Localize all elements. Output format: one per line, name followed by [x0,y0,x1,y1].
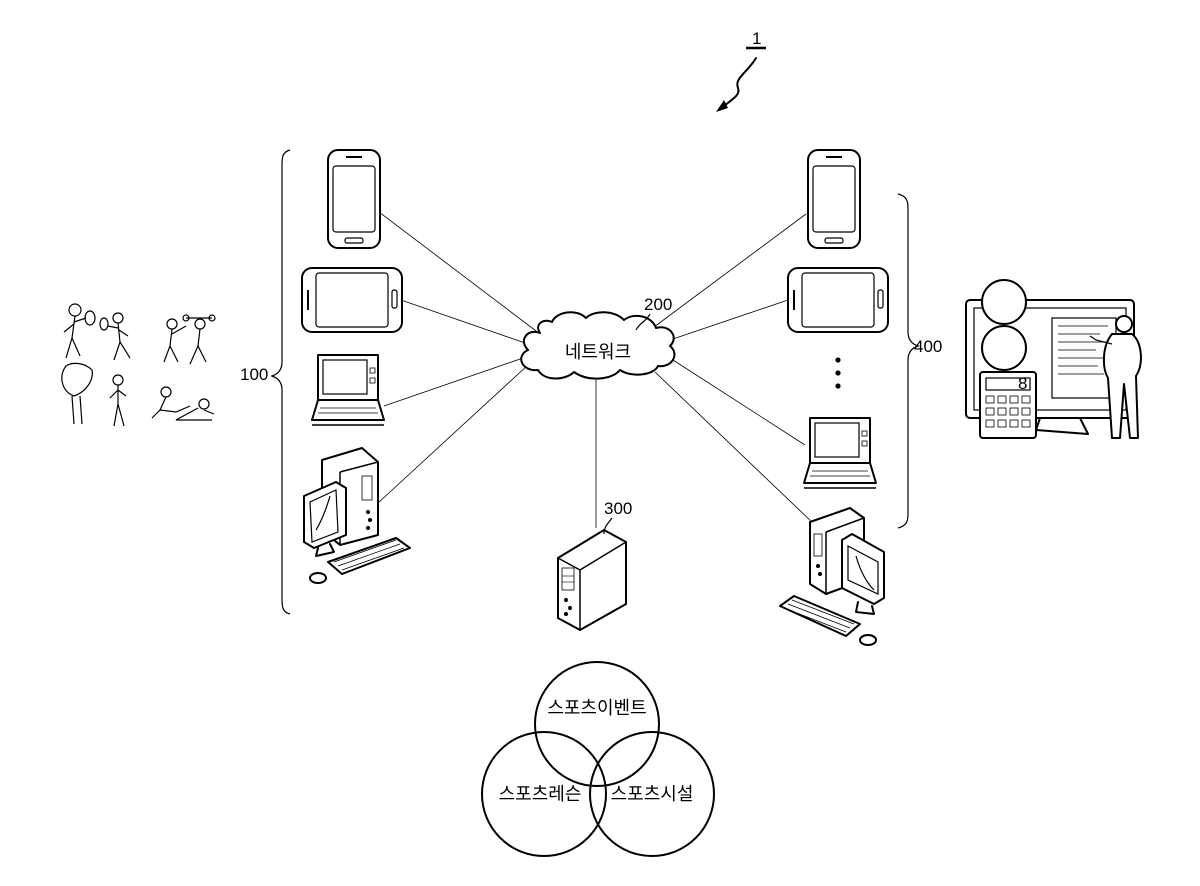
venn-label-events: 스포츠이벤트 [547,698,646,719]
server-ref: 300 [604,499,632,518]
figure-ref-1: 1 [716,29,766,112]
svg-text:1: 1 [752,29,761,48]
provider-terminals-ref: 400 [914,337,942,356]
sports-users-illustration [62,304,215,426]
desktop-computer-right [780,508,884,645]
user-terminals-ref: 100 [240,365,268,384]
smartphone-portrait-left [328,150,380,248]
desktop-computer-left [304,448,410,583]
smartphone-portrait-right [808,150,860,248]
network-label: 네트워크 [565,342,631,363]
venn-diagram: 스포츠이벤트 스포츠레슨 스포츠시설 [482,662,714,856]
venn-label-lessons: 스포츠레슨 [499,784,582,805]
server-tower: 300 [558,499,632,630]
laptop-right [804,418,876,488]
network-ref: 200 [644,295,672,314]
provider-terminals-bracket: 400 [898,194,942,528]
smartphone-landscape-left [302,268,402,332]
user-terminals-bracket: 100 [240,150,290,614]
svg-text:8: 8 [1018,374,1027,393]
smartphone-landscape-right [788,268,888,332]
service-provider-illustration: 8 [966,280,1141,438]
laptop-left [312,355,384,425]
more-devices-ellipsis [835,357,840,388]
venn-label-facilities: 스포츠시설 [611,784,694,805]
network-cloud: 네트워크 200 [521,295,674,379]
